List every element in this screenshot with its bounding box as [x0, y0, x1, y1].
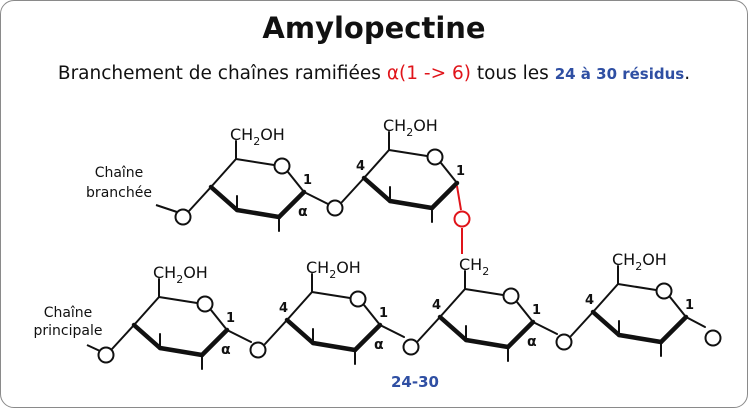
ch2oh-group: CH2OH	[230, 125, 285, 148]
figure-subtitle: Branchement de chaînes ramifiées α(1 -> …	[1, 63, 747, 84]
main-ring-3: CH2 1 α 4	[417, 255, 558, 362]
main-chain-label-line1: Chaîne	[44, 305, 93, 321]
main-chain-lead-bond	[86, 344, 101, 352]
alpha-anomer-label: α	[374, 337, 384, 353]
branched-chain-label-line2: branchée	[86, 185, 152, 201]
branched-chain-lead-bond	[155, 204, 178, 213]
ring-oxygen	[655, 282, 673, 300]
branch-ring-1: CH2OH 1 α	[188, 125, 329, 232]
carbon-1-number: 1	[303, 173, 312, 188]
branched-chain-label-line1: Chaîne	[95, 165, 144, 181]
glycosidic-oxygen-branch-1-4	[326, 199, 344, 217]
carbon-1-number: 1	[685, 298, 694, 313]
ring-oxygen	[502, 287, 520, 305]
ring-oxygen	[349, 290, 367, 308]
carbon-4-number: 4	[432, 298, 441, 313]
subtitle-prefix: Branchement de chaînes ramifiées	[57, 63, 387, 84]
carbon-1-number: 1	[226, 311, 235, 326]
ring-oxygen	[273, 157, 291, 175]
main-ring-1: CH2OH 1 α	[111, 263, 252, 370]
carbon-4-number: 4	[356, 159, 365, 174]
glycosidic-oxygen-alpha-1-6	[453, 210, 471, 228]
ch2oh-group: CH2OH	[612, 250, 667, 273]
glycosidic-oxygen-main-1-4-c	[555, 333, 573, 351]
ch2oh-group: CH2OH	[383, 116, 438, 139]
glycosidic-oxygen-main-start	[97, 346, 115, 364]
ring-oxygen	[426, 148, 444, 166]
ch2oh-group: CH2OH	[153, 263, 208, 286]
carbon-1-number: 1	[456, 164, 465, 179]
glycosidic-oxygen-branch-start	[174, 208, 192, 226]
alpha-anomer-label: α	[221, 342, 231, 358]
ring-oxygen	[196, 295, 214, 313]
figure-title: Amylopectine	[262, 11, 486, 45]
carbon-1-number: 1	[379, 306, 388, 321]
glycosidic-oxygen-main-1-4-b	[402, 338, 420, 356]
ch2oh-group: CH2OH	[306, 258, 361, 281]
repeat-count-label: 24-30	[391, 373, 439, 391]
alpha-anomer-label: α	[527, 334, 537, 350]
main-ring-4: CH2OH 1 4	[570, 250, 706, 357]
carbon-1-number: 1	[532, 303, 541, 318]
carbon-4-number: 4	[585, 293, 594, 308]
alpha-anomer-label: α	[298, 204, 308, 220]
glycosidic-oxygen-main-1-4-a	[249, 341, 267, 359]
main-ring-2: CH2OH 1 α 4	[264, 258, 405, 365]
alpha-1-6-bond-upper	[456, 185, 462, 211]
subtitle-link-type: α(1 -> 6)	[386, 63, 471, 84]
main-chain-label-line2: principale	[34, 323, 103, 339]
carbon-4-number: 4	[279, 301, 288, 316]
terminal-oxygen	[704, 329, 722, 347]
branch-ring-2: CH2OH 1 4	[341, 116, 465, 223]
ch2-group: CH2	[459, 255, 489, 278]
subtitle-residue-range: 24 à 30 résidus	[554, 65, 685, 83]
subtitle-middle: tous les	[470, 63, 555, 84]
subtitle-suffix: .	[684, 63, 691, 84]
